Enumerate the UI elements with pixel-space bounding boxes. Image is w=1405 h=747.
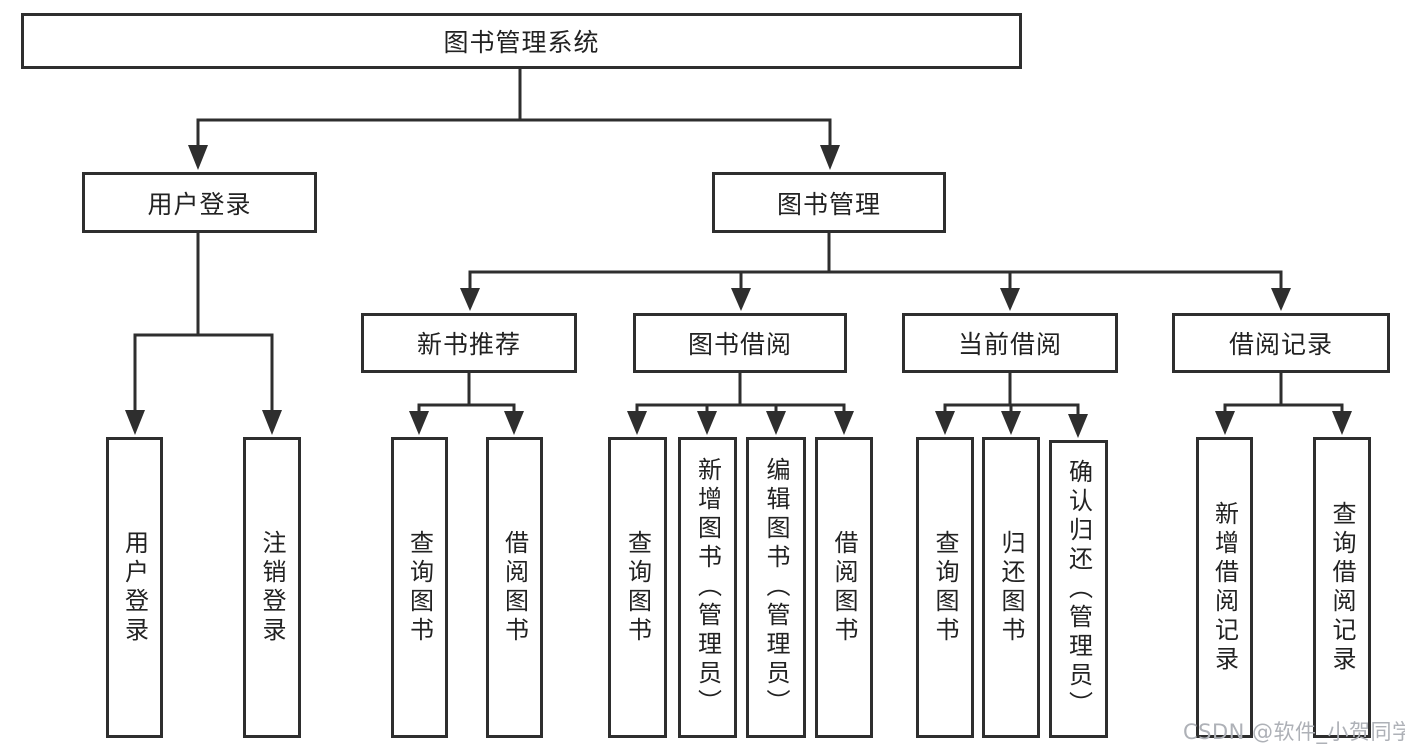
connector-login-to-leaves	[125, 231, 282, 435]
leaf-label: 编辑图书（管理员）	[762, 457, 790, 718]
node-book-management: 图书管理	[712, 172, 946, 233]
leaf-borrow-books: 借阅图书	[815, 437, 873, 738]
connector-root-to-level2	[188, 67, 840, 170]
arrow-down-icon	[834, 411, 854, 435]
arrow-down-icon	[1332, 411, 1352, 435]
arrow-down-icon	[1001, 411, 1021, 435]
leaf-label: 注销登录	[258, 529, 286, 646]
leaf-query-borrow-record: 查询借阅记录	[1313, 437, 1371, 738]
arrow-down-icon	[1068, 414, 1088, 438]
arrow-down-icon	[820, 145, 840, 170]
arrow-down-icon	[731, 288, 751, 311]
leaf-label: 查询借阅记录	[1328, 500, 1356, 675]
node-new-book-recommend: 新书推荐	[361, 313, 577, 373]
node-root: 图书管理系统	[21, 13, 1022, 69]
leaf-label: 借阅图书	[500, 529, 529, 646]
arrow-down-icon	[1215, 411, 1235, 435]
leaf-add-borrow-record: 新增借阅记录	[1196, 437, 1253, 738]
leaf-add-book-admin: 新增图书（管理员）	[678, 437, 737, 738]
arrow-down-icon	[188, 145, 208, 170]
leaf-label: 借阅图书	[830, 529, 858, 646]
leaf-edit-book-admin: 编辑图书（管理员）	[746, 437, 806, 738]
watermark: CSDN @软件_小贺同学	[1183, 720, 1405, 744]
node-current-borrow: 当前借阅	[902, 313, 1118, 373]
connector-recommend-to-leaves	[409, 370, 524, 435]
leaf-confirm-return-admin: 确认归还（管理员）	[1049, 440, 1108, 738]
leaf-user-login: 用户登录	[106, 437, 163, 738]
leaf-query-books-borrow: 查询图书	[608, 437, 667, 738]
node-book-borrow: 图书借阅	[633, 313, 847, 373]
arrow-down-icon	[697, 411, 717, 435]
leaf-label: 确认归还（管理员）	[1064, 458, 1093, 720]
connector-records-to-leaves	[1215, 370, 1352, 435]
leaf-return-book: 归还图书	[982, 437, 1040, 738]
arrow-down-icon	[460, 288, 480, 311]
leaf-borrow-books-recommend: 借阅图书	[486, 437, 543, 738]
arrow-down-icon	[935, 411, 955, 435]
leaf-query-books-current: 查询图书	[916, 437, 974, 738]
leaf-query-books-recommend: 查询图书	[391, 437, 448, 738]
node-user-login-branch: 用户登录	[82, 172, 317, 233]
arrow-down-icon	[1271, 288, 1291, 311]
connector-borrow-to-leaves	[627, 370, 854, 435]
leaf-label: 查询图书	[931, 529, 959, 646]
leaf-label: 查询图书	[623, 529, 652, 646]
leaf-label: 用户登录	[120, 529, 149, 646]
arrow-down-icon	[1000, 288, 1020, 311]
leaf-label: 新增借阅记录	[1210, 500, 1239, 675]
leaf-label: 归还图书	[997, 529, 1025, 646]
connector-current-to-leaves	[935, 370, 1088, 438]
leaf-logout: 注销登录	[243, 437, 301, 738]
arrow-down-icon	[504, 411, 524, 435]
arrow-down-icon	[627, 411, 647, 435]
arrow-down-icon	[262, 410, 282, 435]
arrow-down-icon	[409, 411, 429, 435]
arrow-down-icon	[766, 411, 786, 435]
node-borrow-records: 借阅记录	[1172, 313, 1390, 373]
leaf-label: 新增图书（管理员）	[693, 457, 722, 718]
connector-mgmt-to-level3	[460, 231, 1291, 311]
leaf-label: 查询图书	[405, 529, 434, 646]
arrow-down-icon	[125, 410, 145, 435]
